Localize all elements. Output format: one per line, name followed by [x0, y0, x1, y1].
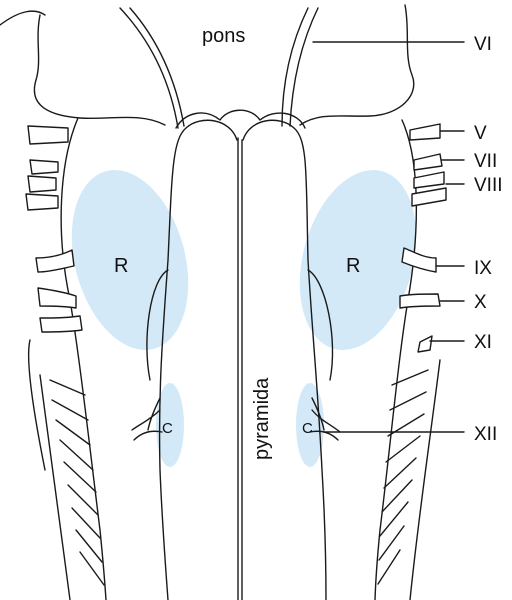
pons-lower-edge	[176, 110, 305, 128]
nerve-label-xi: XI	[474, 332, 492, 353]
pons-label: pons	[202, 25, 245, 47]
left-upper-outline	[34, 15, 165, 125]
nerve-label-vi: VI	[474, 34, 492, 55]
nerve-vi-tract-left-b	[130, 8, 184, 126]
lateral-outline-left-far	[29, 340, 45, 470]
region-r-right-label: R	[346, 255, 360, 277]
nerve-vi-tract-right-a	[290, 8, 318, 126]
nerve-label-ix: IX	[474, 258, 492, 279]
nerve-vi-tract-right-b	[282, 8, 308, 126]
region-r-left	[53, 157, 207, 363]
nerve-label-vii: VII	[474, 151, 497, 172]
region-c-right-label: C	[302, 420, 313, 437]
lateral-outline-right-inner	[410, 360, 440, 600]
nerve-label-viii: VIII	[474, 175, 503, 196]
nerve-label-x: X	[474, 292, 487, 313]
lateral-outline-left-inner	[40, 375, 70, 600]
region-r-left-label: R	[114, 255, 128, 277]
nerve-vi-tract-left-a	[120, 8, 178, 128]
rootlets-left	[50, 380, 104, 585]
right-upper-outline	[300, 5, 414, 125]
pyramid-right	[243, 120, 326, 600]
nerve-label-v: V	[474, 123, 487, 144]
pyramida-label: pyramida	[251, 377, 273, 460]
nerve-label-xii: XII	[474, 424, 497, 445]
pyramid-left	[160, 120, 237, 600]
rootlets-right	[378, 370, 428, 584]
region-c-left-label: C	[162, 420, 173, 437]
